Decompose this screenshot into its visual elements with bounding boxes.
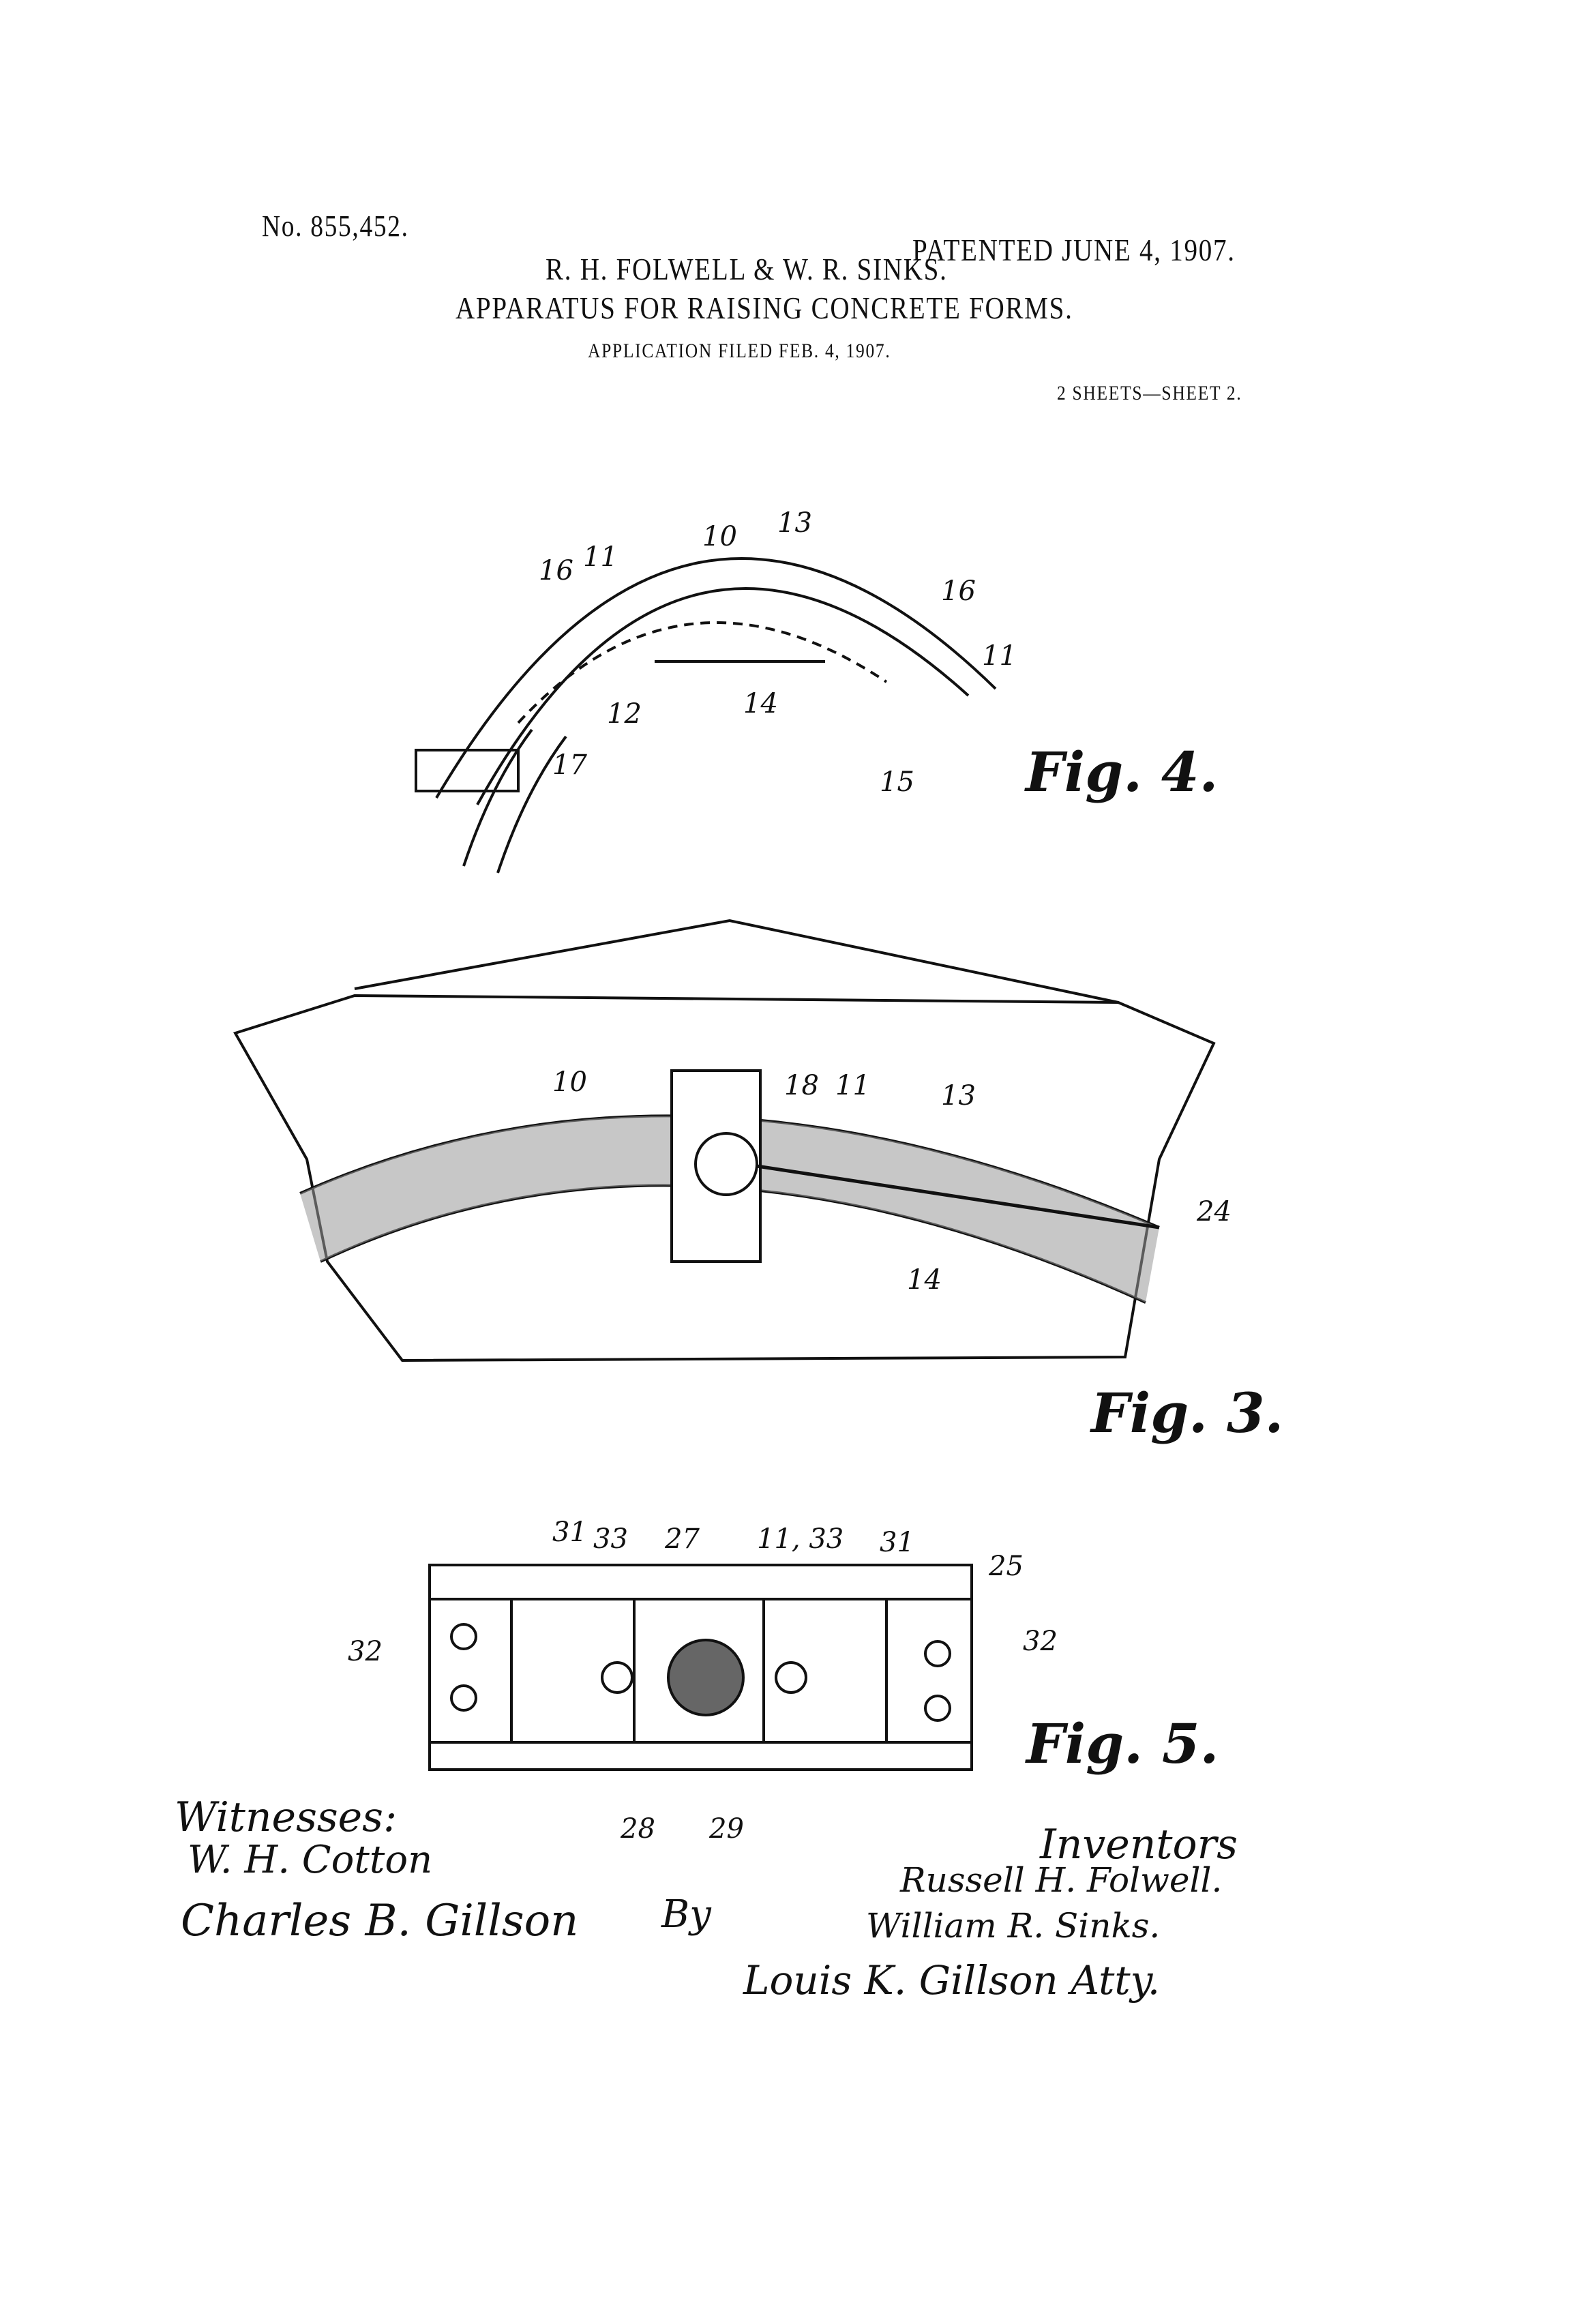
fig5-ref: 11, 33 [757, 1523, 844, 1555]
witness-signature-1: W. H. Cotton [188, 1838, 433, 1882]
fig3-ref: 10 [552, 1067, 587, 1098]
patent-title: APPARATUS FOR RAISING CONCRETE FORMS. [456, 290, 1073, 325]
inventor-signature-2: William R. Sinks. [866, 1906, 1161, 1946]
fig5-ref: 27 [664, 1523, 700, 1555]
fig5-ref: 32 [1023, 1626, 1058, 1657]
fig5-ref: 25 [988, 1551, 1024, 1582]
witness-signature-2: Charles B. Gillson [181, 1896, 579, 1946]
application-filed: APPLICATION FILED FEB. 4, 1907. [588, 340, 891, 362]
fig4-ref: 16 [941, 576, 976, 607]
witnesses-label: Witnesses: [175, 1793, 398, 1841]
fig4-ref: 17 [552, 749, 587, 781]
fig4-ref: 15 [880, 766, 914, 798]
inventor-names: R. H. FOLWELL & W. R. SINKS. [546, 252, 948, 286]
patent-number: No. 855,452. [262, 209, 409, 243]
fig5-ref: 33 [593, 1523, 628, 1555]
fig3-ref: 14 [907, 1264, 942, 1296]
fig4-ref: 11 [583, 541, 618, 573]
fig4-ref: 12 [607, 698, 642, 730]
fig5-label: Fig. 5. [1025, 1712, 1219, 1776]
fig4-label: Fig. 4. [1024, 740, 1218, 804]
fig4-ref: 13 [777, 507, 812, 539]
patented-date: PATENTED JUNE 4, 1907. [912, 233, 1236, 267]
fig5-ref: 32 [348, 1636, 383, 1667]
inventor-signature-1: Russell H. Folwell. [900, 1860, 1223, 1900]
fig5-ref: 28 [620, 1813, 655, 1845]
fig3-label: Fig. 3. [1090, 1381, 1283, 1445]
fig4-ref: 10 [702, 521, 737, 552]
inventors-label: Inventors [1040, 1821, 1238, 1868]
sheet-count: 2 SHEETS—SHEET 2. [1057, 382, 1242, 404]
fig5-ref: 31 [552, 1517, 587, 1548]
fig4-ref: 14 [743, 688, 778, 719]
attorney-signature: Louis K. Gillson Atty. [743, 1957, 1161, 2003]
fig3-ref: 24 [1196, 1196, 1232, 1227]
by-label: By [661, 1892, 711, 1937]
fig3-ref: 18 [784, 1070, 819, 1101]
fig5-ref: 31 [880, 1527, 914, 1558]
fig4-ref: 16 [539, 555, 573, 586]
fig4-ref: 11 [982, 640, 1017, 672]
fig5-ref: 29 [708, 1813, 744, 1845]
fig3-ref: 11 [835, 1070, 870, 1101]
fig3-ref: 13 [941, 1080, 976, 1112]
